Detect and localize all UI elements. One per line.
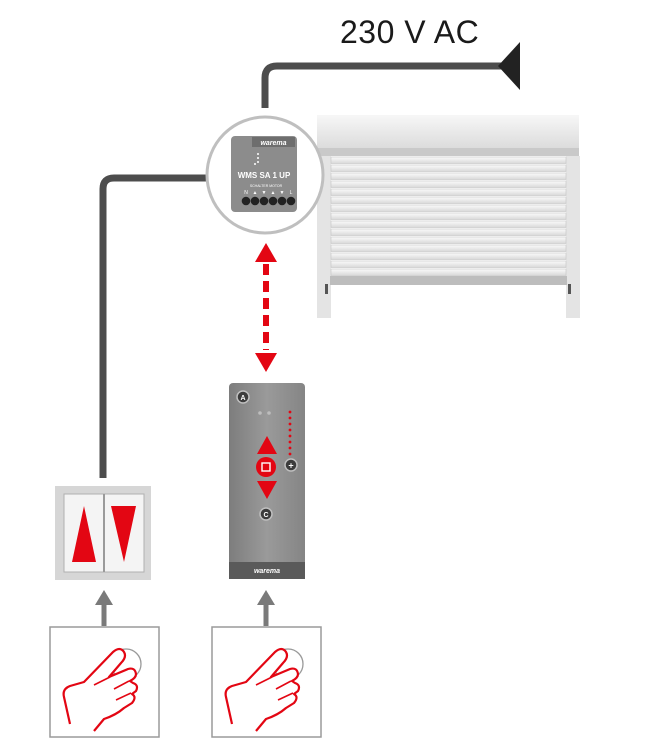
shutter-slat <box>330 244 567 252</box>
stop-icon <box>261 462 271 472</box>
terminal-label: ▲ <box>253 190 258 196</box>
remote-button-c: C <box>263 512 268 519</box>
shutter-slat <box>330 220 567 228</box>
stop-button <box>256 457 276 477</box>
shutter-slat <box>330 180 567 188</box>
hand-box-switch <box>49 626 160 738</box>
roller-shutter <box>317 115 580 318</box>
actuator-model: WMS SA 1 UP <box>238 171 291 180</box>
actuator-terminal-header: SCHALTER MOTOR <box>250 184 283 188</box>
remote-button-plus: + <box>288 461 293 471</box>
actuator-terminals <box>241 196 296 206</box>
press-arrow-remote <box>257 590 275 626</box>
actuator-terminal-labels: N ▲ ▼ ▲ ▼ L <box>244 190 292 196</box>
hand-press-icon <box>62 647 142 732</box>
hand-press-icon <box>224 647 304 732</box>
shutter-slat <box>330 172 567 180</box>
supply-voltage-label: 230 V AC <box>340 14 480 50</box>
wall-switch <box>55 486 151 580</box>
shutter-slat <box>330 188 567 196</box>
remote-level-leds <box>288 410 292 456</box>
shutter-slat <box>330 252 567 260</box>
down-arrow-icon <box>111 506 136 562</box>
down-arrow-icon <box>257 481 277 499</box>
actuator-brand: warema <box>260 140 286 147</box>
shutter-slat <box>330 260 567 268</box>
up-arrow-icon <box>257 436 277 454</box>
shutter-slat <box>330 156 567 164</box>
up-arrow-icon <box>72 506 96 562</box>
terminal-label: ▼ <box>280 190 285 196</box>
shutter-slat <box>330 268 567 276</box>
remote-brand: warema <box>254 568 280 575</box>
shutter-slat <box>330 164 567 172</box>
terminal-label: N <box>244 190 248 196</box>
shutter-slat <box>330 236 567 244</box>
terminal-label: L <box>290 190 293 196</box>
shutter-slat <box>330 196 567 204</box>
shutter-slat <box>330 212 567 220</box>
terminal-label: ▲ <box>271 190 276 196</box>
terminal-label: ▼ <box>262 190 267 196</box>
radio-link-arrow <box>255 243 277 372</box>
shutter-slat <box>330 228 567 236</box>
remote-control: warema A + C <box>229 383 305 579</box>
hand-box-remote <box>211 626 322 738</box>
press-arrow-switch <box>95 590 113 626</box>
shutter-slat <box>330 204 567 212</box>
switch-wire <box>99 174 212 478</box>
actuator-led-dots <box>254 153 259 165</box>
remote-button-a: A <box>240 395 245 402</box>
actuator-wms-sa-1-up: warema WMS SA 1 UP SCHALTER MOTOR N ▲ ▼ ▲ ▼ L <box>205 115 325 235</box>
supply-wire <box>261 42 520 108</box>
